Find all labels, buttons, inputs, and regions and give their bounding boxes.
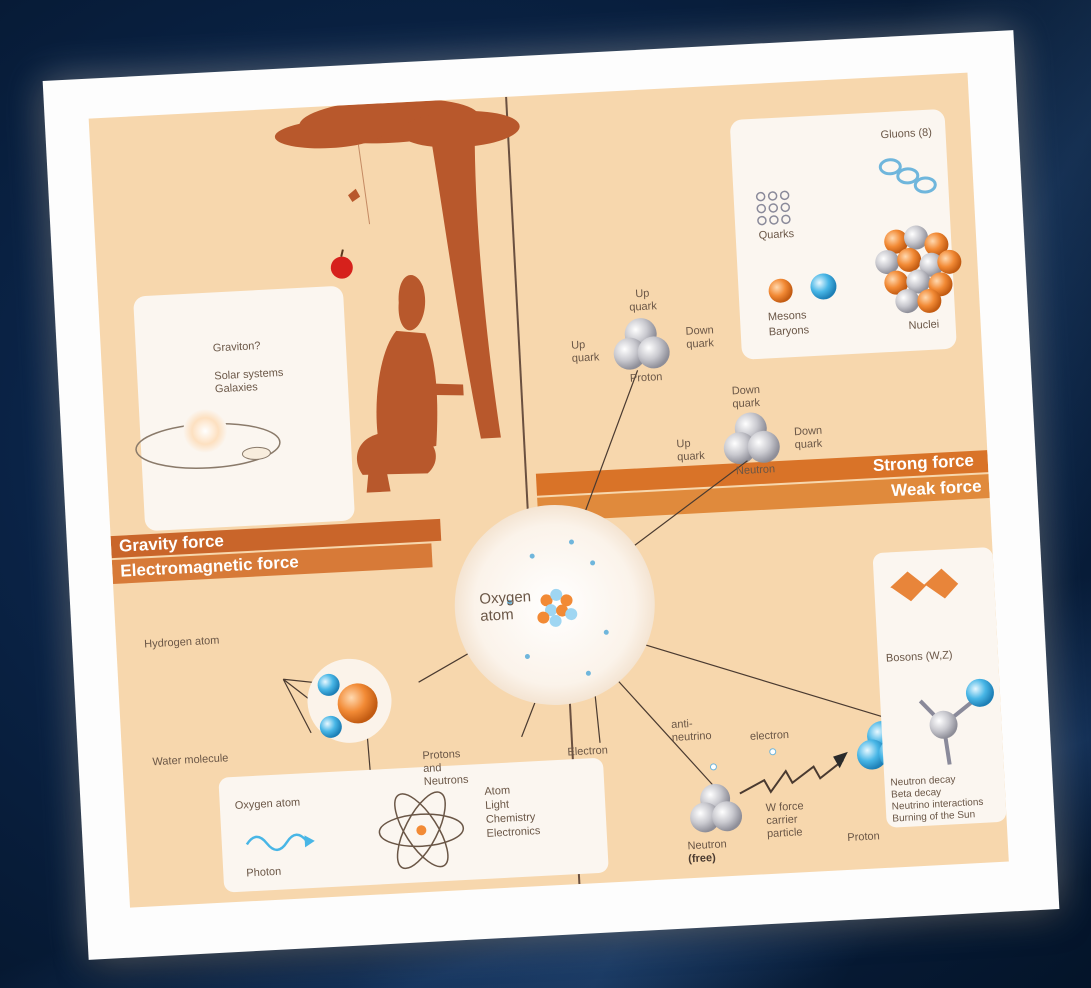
neutron-quarks-icon [722, 411, 781, 465]
baryons-label: Baryons [768, 324, 809, 339]
proton-quarks-icon [612, 317, 671, 371]
diagram-graphics [89, 73, 1009, 908]
proton-top-label: Proton [630, 371, 663, 386]
mesons-label: Mesons [768, 309, 807, 324]
leaf-icon [348, 189, 361, 203]
graviton-label: Graviton? [213, 340, 261, 355]
photon-label: Photon [246, 866, 282, 881]
antineutrino-label: anti-neutrino [671, 717, 712, 745]
vertical-divider-top [506, 97, 528, 516]
antineutrino-icon [710, 764, 716, 770]
photo-card: Graviton? Solar systems Galaxies Gluons … [43, 30, 1060, 960]
galaxies-label: Galaxies [215, 381, 258, 396]
quarks-label: Quarks [758, 228, 794, 243]
w-boson-zigzag-icon [738, 760, 844, 793]
fall-trail [358, 144, 369, 224]
electron-particle-icon [770, 749, 776, 755]
nuclei-label: Nuclei [908, 318, 939, 333]
apple-icon [330, 256, 353, 279]
em-uses-list: Atom Light Chemistry Electronics [484, 782, 541, 841]
electron-beta-label: electron [750, 729, 790, 744]
free-neutron-label: Neutron(free) [687, 838, 727, 866]
free-neutron-icon [688, 782, 742, 833]
proton-beta-label: Proton [847, 830, 880, 845]
forces-diagram: Graviton? Solar systems Galaxies Gluons … [89, 73, 1009, 908]
neutron-mid-label: Neutron [736, 463, 776, 478]
electron-label: Electron [567, 744, 608, 759]
gravity-panel [133, 286, 355, 532]
gluons-label: Gluons (8) [880, 127, 932, 143]
weak-processes-list: Neutron decay Beta decay Neutrino intera… [890, 773, 984, 826]
